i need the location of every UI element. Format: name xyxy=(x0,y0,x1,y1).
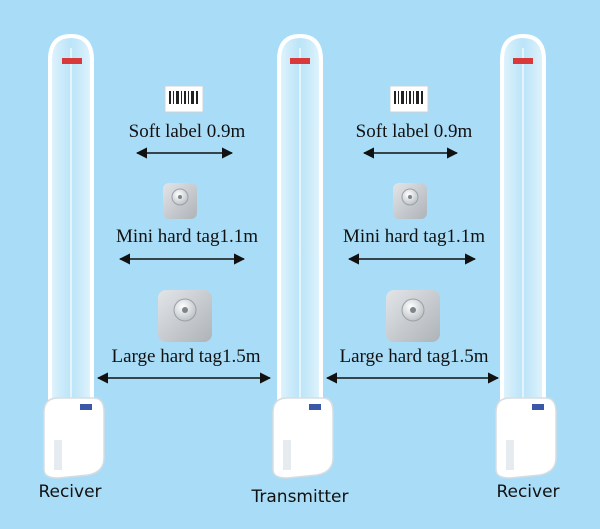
gate-logo-icon xyxy=(532,404,544,410)
soft-label-range-label: Soft label 0.9m xyxy=(128,121,246,142)
gate-indicator-light xyxy=(290,58,310,64)
gate-label-transmitter: Transmitter xyxy=(251,487,349,507)
gate-label-receiver-right: Reciver xyxy=(496,482,560,502)
gate-base xyxy=(43,397,105,479)
large-hard-tag-icon xyxy=(386,290,440,342)
mini-hard-tag-range-label: Mini hard tag1.1m xyxy=(343,226,485,247)
gate-label-receiver-left: Reciver xyxy=(38,482,102,502)
mini-hard-tag-range-label: Mini hard tag1.1m xyxy=(116,226,258,247)
gate-antenna-center xyxy=(272,33,334,479)
gate-antenna-right xyxy=(495,33,557,479)
gate-logo-icon xyxy=(309,404,321,410)
barcode-label-icon xyxy=(164,85,204,113)
gate-antenna-left xyxy=(43,33,105,479)
large-hard-tag-icon xyxy=(158,290,212,342)
soft-label-range-label: Soft label 0.9m xyxy=(355,121,473,142)
gate-logo-icon xyxy=(80,404,92,410)
gate-indicator-light xyxy=(513,58,533,64)
large-hard-tag-range-label: Large hard tag1.5m xyxy=(111,346,261,367)
barcode-label-icon xyxy=(389,85,429,113)
gate-indicator-light xyxy=(62,58,82,64)
gate-base xyxy=(272,397,334,479)
mini-hard-tag-icon xyxy=(393,183,427,219)
mini-hard-tag-icon xyxy=(163,183,197,219)
gate-base xyxy=(495,397,557,479)
large-hard-tag-range-label: Large hard tag1.5m xyxy=(339,346,489,367)
